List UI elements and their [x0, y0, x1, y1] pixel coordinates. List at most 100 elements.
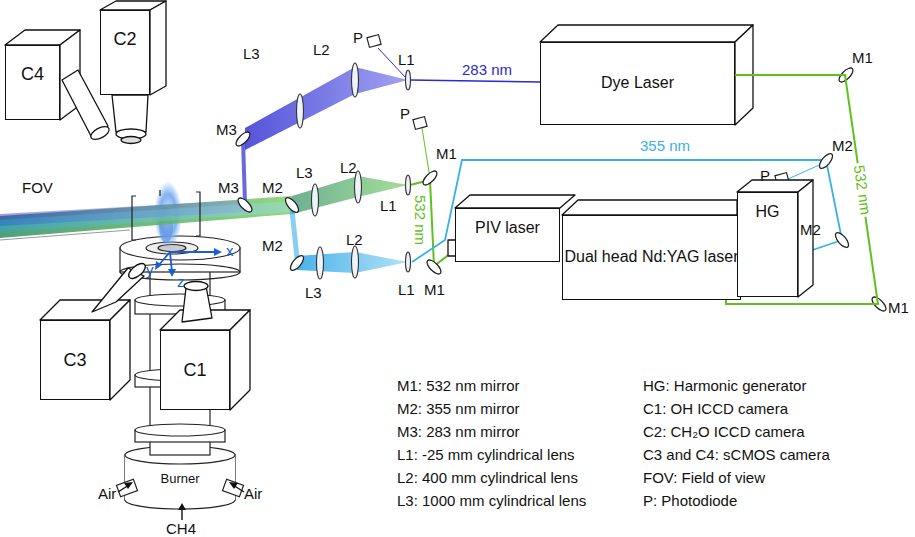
camera-body — [230, 310, 250, 410]
part-label: L1 — [398, 52, 415, 69]
burner-body — [116, 236, 243, 509]
part-label: M1 — [852, 50, 873, 67]
cylindrical-lens — [352, 63, 359, 97]
gas-inlet-arrow — [229, 482, 238, 489]
burner: Burner — [140, 468, 220, 490]
laser-sheet — [292, 210, 297, 258]
laser-sheet — [243, 140, 245, 203]
node-label: C1 — [183, 360, 206, 381]
gas-inlet-arrow — [178, 503, 186, 510]
laser-box: PIV laser — [455, 208, 560, 262]
camera-body — [184, 282, 208, 291]
camera-body — [182, 286, 212, 322]
camera-body — [5, 1, 250, 410]
key-entry: HG: Harmonic generator — [643, 378, 806, 395]
beam-283 — [378, 48, 540, 82]
camera-body — [150, 1, 166, 95]
coordinate-axes — [170, 251, 218, 253]
cylindrical-lens — [406, 252, 411, 272]
key-entry: L3: 1000 mm cylindrical lens — [397, 493, 586, 510]
photodiode — [367, 35, 789, 186]
part-label: P — [353, 30, 363, 47]
photodiode — [367, 35, 381, 48]
part-label: Air — [98, 486, 116, 503]
part-label: M1 — [436, 146, 457, 163]
camera: C4 — [5, 45, 60, 120]
key-entry: M3: 283 nm mirror — [397, 424, 520, 441]
laser-box: Dye Laser — [540, 42, 735, 125]
cylindrical-lens — [352, 246, 359, 278]
beam-283 — [410, 80, 540, 82]
coordinate-axes — [155, 248, 222, 277]
part-label: M1 — [424, 282, 445, 299]
node-label: PIV laser — [475, 219, 540, 237]
node-label: Dye Laser — [601, 74, 674, 92]
cylindrical-lens — [406, 70, 411, 90]
laser-housing — [455, 195, 575, 208]
key-entry: C3 and C4: sCMOS camera — [643, 447, 830, 464]
part-label: 532 nm — [412, 193, 429, 247]
camera-body — [89, 124, 111, 142]
laser-sheet — [245, 67, 408, 150]
cylindrical-lens — [297, 63, 411, 279]
node-label: HG — [756, 203, 780, 221]
coordinate-axes — [168, 269, 176, 277]
laser-housing — [540, 25, 753, 42]
part-label: L3 — [243, 46, 260, 63]
part-label: L3 — [296, 165, 313, 182]
part-label: 355 nm — [640, 138, 690, 155]
beam-532 — [422, 128, 430, 178]
mirror — [236, 196, 254, 214]
coordinate-axes — [155, 261, 162, 270]
cylindrical-lens — [317, 247, 324, 279]
mirror — [817, 152, 835, 171]
part-label: P — [400, 106, 410, 123]
key-entry: L2: 400 mm cylindrical lens — [397, 470, 578, 487]
key-entry: C1: OH ICCD camera — [643, 401, 788, 418]
burner-body — [135, 424, 225, 436]
part-label: M1 — [888, 300, 909, 317]
part-label: L2 — [313, 42, 330, 59]
part-label: L3 — [305, 285, 322, 302]
burner-body — [135, 294, 225, 306]
mirror — [425, 258, 443, 276]
key-entry: FOV: Field of view — [643, 470, 765, 487]
key-entry: C2: CH₂O ICCD camera — [643, 424, 805, 441]
cylindrical-lens — [297, 94, 304, 128]
camera-body — [126, 261, 148, 282]
fov-bracket — [132, 190, 200, 240]
part-label: M3 — [218, 180, 239, 197]
laser-housing — [448, 25, 813, 297]
part-label: M2 — [800, 222, 821, 239]
laser-box: Dual head Nd:YAG laser — [562, 215, 741, 300]
part-label: CH4 — [166, 521, 196, 537]
node-label: C2 — [113, 29, 136, 50]
key-entry: M1: 532 nm mirror — [397, 378, 520, 395]
part-label: L2 — [340, 160, 357, 177]
part-label: P — [760, 168, 770, 185]
coordinate-axes — [214, 248, 222, 256]
wavelength-label: 532 nm — [849, 162, 873, 218]
key-entry: P: Photodiode — [643, 493, 737, 510]
part-label: M2 — [832, 138, 853, 155]
camera-body — [121, 137, 141, 144]
cylindrical-lens — [406, 175, 411, 195]
part-label: L2 — [346, 232, 363, 249]
node-label: Burner — [160, 472, 199, 487]
key-entry: M2: 355 nm mirror — [397, 401, 520, 418]
part-label: FOV — [22, 180, 53, 197]
part-label: M2 — [262, 180, 283, 197]
part-label: L1 — [380, 198, 397, 215]
part-label: M3 — [216, 122, 237, 139]
node-label: Dual head Nd:YAG laser — [564, 248, 738, 266]
key-entry: L1: -25 mm cylindrical lens — [397, 447, 575, 464]
mirror — [288, 254, 306, 273]
gas-inlet-arrow — [118, 482, 244, 520]
cylindrical-lens — [312, 184, 319, 216]
laser-housing — [798, 180, 813, 297]
laser-sheet — [0, 196, 292, 238]
laser-sheet — [292, 176, 408, 214]
burner-body — [222, 479, 243, 496]
part-label: x — [226, 243, 234, 260]
gas-inlet-arrow — [124, 482, 133, 489]
